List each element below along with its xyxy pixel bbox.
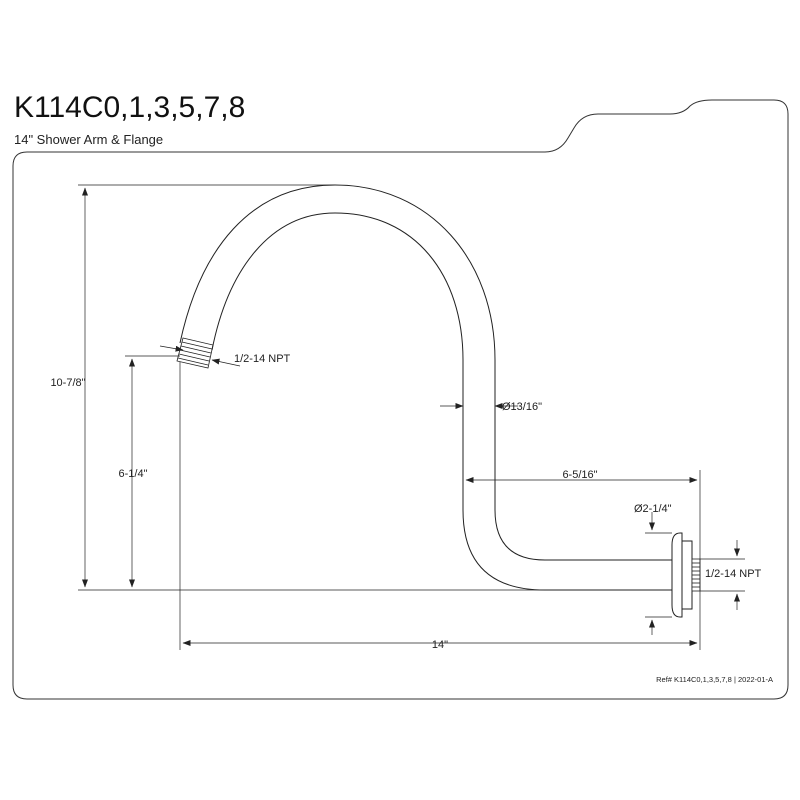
shower-arm-inner-contour bbox=[211, 212, 675, 591]
outlet-thread-dim bbox=[700, 540, 745, 610]
extension-lines bbox=[78, 184, 701, 650]
pipe-diameter-label: Ø13/16" bbox=[502, 401, 542, 413]
inlet-height-label: 6-1/4" bbox=[119, 468, 148, 480]
flange-diameter-label: Ø2-1/4" bbox=[634, 503, 672, 515]
overall-height-label: 10-7/8" bbox=[50, 377, 85, 389]
shower-arm-outer-contour bbox=[179, 184, 675, 561]
reference-number: Ref# K114C0,1,3,5,7,8 | 2022-01-A bbox=[656, 675, 773, 684]
inlet-thread bbox=[176, 337, 214, 369]
outlet-thread-label: 1/2-14 NPT bbox=[705, 568, 762, 580]
flange bbox=[671, 532, 693, 618]
page-frame bbox=[12, 99, 789, 700]
model-title: K114C0,1,3,5,7,8 bbox=[14, 91, 246, 124]
inlet-thread-leader bbox=[159, 345, 241, 367]
product-description: 14" Shower Arm & Flange bbox=[14, 132, 164, 147]
shower-arm bbox=[179, 184, 675, 591]
outlet-thread bbox=[691, 558, 701, 592]
inlet-thread-label: 1/2-14 NPT bbox=[234, 353, 291, 365]
offset-label: 6-5/16" bbox=[562, 469, 597, 481]
flange-diameter-dim bbox=[645, 512, 672, 635]
overall-length-label: 14" bbox=[432, 639, 448, 651]
